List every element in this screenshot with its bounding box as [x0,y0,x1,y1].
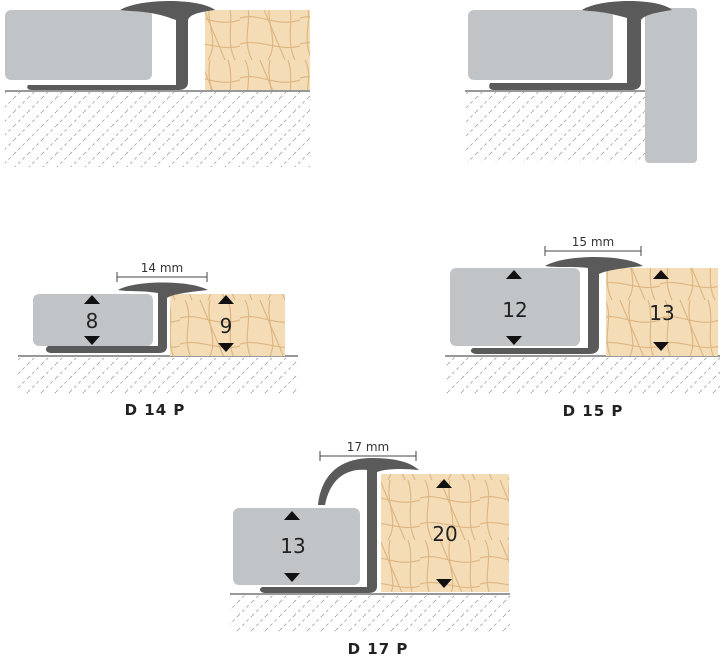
arrow-down-icon [436,579,452,588]
left-height-dimension: 8 [84,295,100,345]
width-dimension: 15 mm [544,235,642,256]
tile-block [468,10,613,80]
width-dimension: 17 mm [319,440,417,461]
wood-block [381,474,509,592]
arrow-down-icon [218,343,234,352]
substrate-hatch [465,92,645,162]
wood-block [606,268,718,356]
vertical-tile [645,8,697,163]
arrow-up-icon [84,295,100,304]
width-label: 17 mm [347,440,389,454]
tile-block [33,294,153,346]
substrate-hatch [445,357,720,395]
arrow-down-icon [506,336,522,345]
arrow-up-icon [218,295,234,304]
substrate-hatch [18,358,298,394]
right-height-label: 9 [220,314,233,338]
right-height-dimension: 13 [649,270,675,351]
arrow-up-icon [284,511,300,520]
right-height-dimension: 20 [432,479,458,588]
model-caption: D 17 P [348,640,409,658]
panel-d17p: 17 mm 13 20 D 17 P [230,440,510,658]
width-label: 15 mm [572,235,614,249]
panel-d15p: 15 mm 12 13 D 15 P [445,235,720,420]
tile-block [5,10,152,80]
right-height-label: 13 [649,301,674,325]
arrow-down-icon [284,573,300,582]
t-profile [27,1,215,90]
left-height-label: 8 [86,309,99,333]
arrow-up-icon [506,270,522,279]
model-caption: D 15 P [563,402,624,420]
width-dimension: 14 mm [116,261,208,282]
left-height-label: 13 [280,534,305,558]
edge-profile [489,1,672,90]
panel-top-right [465,1,697,163]
arrow-up-icon [436,479,452,488]
arrow-down-icon [84,336,100,345]
tile-block [450,268,580,346]
tile-block [233,508,360,585]
panel-top-left [5,1,310,167]
arrow-up-icon [653,270,669,279]
right-height-dimension: 9 [218,295,234,352]
width-label: 14 mm [141,261,183,275]
panel-d14p: 14 mm 8 9 D 14 P [18,261,298,419]
substrate-hatch [5,92,310,167]
model-caption: D 14 P [125,401,186,419]
t-profile [45,282,209,353]
arrow-down-icon [653,342,669,351]
left-height-dimension: 13 [280,511,306,582]
right-height-label: 20 [432,522,457,546]
wood-block [205,10,310,90]
t-profile [470,257,643,354]
substrate-hatch [230,595,510,633]
left-height-label: 12 [502,298,527,322]
left-height-dimension: 12 [502,270,528,345]
